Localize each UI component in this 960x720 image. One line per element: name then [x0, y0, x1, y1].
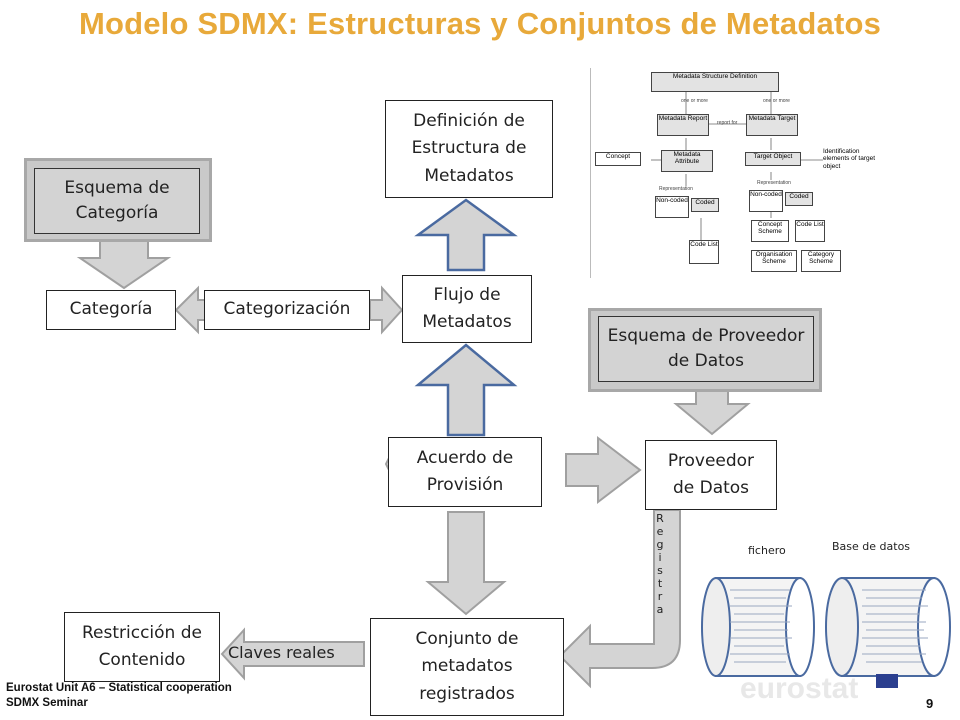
esquema-proveedor-label: Esquema de Proveedor de Datos: [607, 325, 805, 372]
categorizacion-label: Categorización: [223, 299, 351, 320]
esquema-proveedor-box: Esquema de Proveedor de Datos: [598, 316, 814, 382]
down-arrow-esquema-proveedor: [673, 387, 751, 436]
flujo-box: Flujo de Metadatos: [402, 275, 532, 343]
claves-arrow: [220, 627, 365, 681]
right-arrow-acuerdo-to-proveedor: [565, 435, 642, 505]
esquema-categoria-label: Esquema de Categoría: [64, 177, 170, 224]
base-datos-label: Base de datos: [832, 540, 911, 553]
category-scheme-node: Category Scheme: [801, 250, 841, 272]
representation-1: Representation: [659, 186, 693, 192]
identification-node: Identification elements of target object: [823, 148, 883, 174]
metadata-model-figure: Metadata Structure Definition one or mor…: [590, 68, 883, 278]
attribute-node: Metadata Attribute: [661, 150, 713, 172]
down-arrow-acuerdo-to-conjunto: [425, 511, 507, 616]
file-content-lines: [730, 589, 928, 663]
categoria-label: Categoría: [69, 299, 153, 320]
one-or-more-2: one or more: [763, 98, 790, 104]
conjunto-label: Conjunto de metadatos registrados: [415, 629, 519, 704]
proveedor-box: Proveedor de Datos: [645, 440, 777, 510]
fichero-cylinder: [701, 577, 815, 677]
concept-node: Concept: [595, 152, 641, 166]
restriccion-label: Restricción de Contenido: [82, 622, 202, 670]
concept-scheme-node: Concept Scheme: [751, 220, 789, 242]
report-node: Metadata Report: [657, 114, 709, 136]
flujo-label: Flujo de Metadatos: [422, 284, 512, 332]
target-node: Metadata Target: [746, 114, 798, 136]
one-or-more-1: one or more: [681, 98, 708, 104]
base-datos-cylinder: [825, 577, 951, 677]
left-arrow-categorizacion: [174, 285, 207, 335]
eurostat-watermark: eurostat: [740, 672, 858, 705]
codelist-1-node: Code List: [689, 240, 719, 264]
down-arrow-esquema-categoria: [76, 239, 172, 290]
esquema-categoria-box: Esquema de Categoría: [34, 168, 200, 234]
categoria-box: Categoría: [46, 290, 176, 330]
claves-reales-label: Claves reales: [228, 643, 335, 662]
page-number: 9: [926, 696, 934, 711]
report-for-label: report for: [717, 120, 738, 126]
registra-arrow: [558, 509, 681, 689]
definicion-box: Definición de Estructura de Metadatos: [385, 100, 553, 198]
target-object-node: Target Object: [745, 152, 801, 166]
msd-node: Metadata Structure Definition: [651, 72, 779, 92]
eu-flag-icon: [876, 674, 898, 688]
footer-unit: Eurostat Unit A6 – Statistical cooperati…: [6, 682, 232, 694]
up-arrow-acuerdo-to-flujo: [414, 343, 518, 437]
codelist-2-node: Code List: [795, 220, 825, 242]
noncoded-2-node: Non-coded: [749, 190, 783, 212]
up-arrow-flujo-to-definicion: [414, 198, 518, 272]
coded-1-node: Coded: [691, 198, 719, 212]
right-arrow-to-flujo: [369, 285, 404, 335]
coded-2-node: Coded: [785, 192, 813, 206]
conjunto-box: Conjunto de metadatos registrados: [370, 618, 564, 716]
restriccion-box: Restricción de Contenido: [64, 612, 220, 682]
noncoded-1-node: Non-coded: [655, 196, 689, 218]
acuerdo-box: Acuerdo de Provisión: [388, 437, 542, 507]
acuerdo-label: Acuerdo de Provisión: [416, 447, 514, 495]
definicion-label: Definición de Estructura de Metadatos: [411, 111, 527, 186]
fichero-label: fichero: [748, 544, 786, 557]
footer-seminar: SDMX Seminar: [6, 697, 88, 709]
representation-2: Representation: [757, 180, 791, 186]
org-scheme-node: Organisation Scheme: [751, 250, 797, 272]
model-connectors: [651, 92, 823, 240]
categorizacion-box: Categorización: [204, 290, 370, 330]
slide-title: Modelo SDMX: Estructuras y Conjuntos de …: [78, 6, 882, 41]
proveedor-label: Proveedor de Datos: [667, 450, 755, 498]
